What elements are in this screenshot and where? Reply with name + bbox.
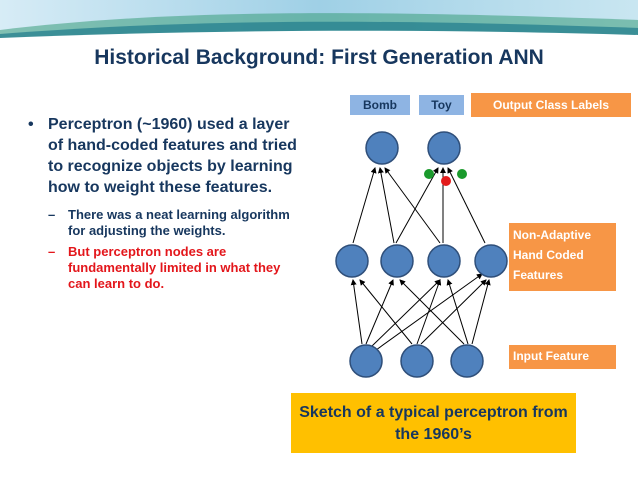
input-feature-edges: [350, 273, 491, 351]
feature-node: [335, 244, 369, 278]
header-banner: [0, 0, 638, 40]
label-output-class: Output Class Labels: [471, 93, 631, 117]
bullet-sub-1: – There was a neat learning algorithm fo…: [28, 207, 298, 239]
page-title: Historical Background: First Generation …: [94, 46, 544, 69]
bullet-sub-2-text: But perceptron nodes are fundamentally l…: [68, 244, 281, 291]
weight-dot-green: [424, 169, 434, 179]
input-node: [349, 344, 383, 378]
output-node-bomb: [365, 131, 399, 165]
label-input-feature: Input Feature: [509, 345, 616, 369]
diagram-caption: Sketch of a typical perceptron from the …: [291, 393, 576, 453]
label-bomb: Bomb: [350, 95, 410, 115]
feature-output-edges: [352, 167, 486, 244]
dash-icon: –: [48, 207, 56, 222]
input-node: [450, 344, 484, 378]
bullet-sub-1-text: There was a neat learning algorithm for …: [68, 207, 290, 238]
bullet-list: • Perceptron (~1960) used a layer of han…: [28, 114, 298, 292]
output-node-toy: [427, 131, 461, 165]
bullet-main: • Perceptron (~1960) used a layer of han…: [28, 114, 298, 198]
bullet-sub-2: – But perceptron nodes are fundamentally…: [28, 244, 298, 292]
label-non-adaptive-features: Non-Adaptive Hand Coded Features: [509, 223, 616, 291]
input-node: [400, 344, 434, 378]
weight-dot-red: [441, 176, 451, 186]
dash-icon: –: [48, 244, 56, 259]
feature-node: [474, 244, 508, 278]
label-toy: Toy: [419, 95, 464, 115]
bullet-main-text: Perceptron (~1960) used a layer of hand-…: [48, 116, 297, 196]
feature-node: [427, 244, 461, 278]
bullet-dot-icon: •: [28, 116, 34, 133]
weight-dot-green: [457, 169, 467, 179]
feature-node: [380, 244, 414, 278]
